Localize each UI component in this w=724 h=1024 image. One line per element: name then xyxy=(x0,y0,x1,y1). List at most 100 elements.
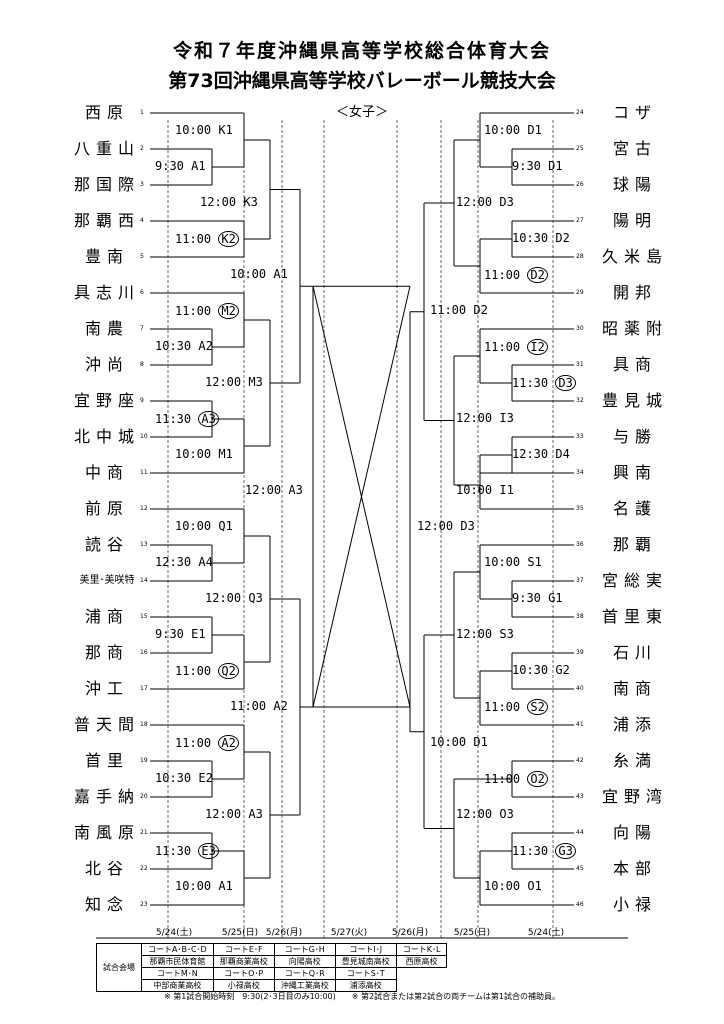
match-label: 11:30 A3 xyxy=(155,411,219,427)
team-name: 南農 xyxy=(84,319,129,338)
match-court: A2 xyxy=(198,339,213,353)
team-name: 嘉手納 xyxy=(73,787,140,806)
venue-cell: 沖縄工業高校 xyxy=(273,979,336,992)
seed-number: 24 xyxy=(576,109,584,116)
match-label: 11:00 K2 xyxy=(175,231,239,247)
match-court: Q1 xyxy=(218,519,233,533)
match-court: D4 xyxy=(555,447,570,461)
venue-cell xyxy=(396,968,447,980)
date-label: 5/25(日) xyxy=(453,928,491,938)
team-name: 美里･美咲特 xyxy=(79,575,135,586)
seed-number: 27 xyxy=(576,217,584,224)
match-label: 12:00 A3 xyxy=(245,483,303,497)
seed-number: 32 xyxy=(576,397,584,404)
division-label: ＜女子＞ xyxy=(335,105,388,120)
match-time: 10:00 xyxy=(484,555,521,569)
match-label: 11:00 O2 xyxy=(484,771,548,787)
venue-cell: 那覇商業高校 xyxy=(212,955,275,968)
match-time: 11:00 xyxy=(484,700,521,714)
team-name: 向陽 xyxy=(612,823,657,842)
team-name: 那覇西 xyxy=(73,211,140,230)
match-label: 10:30 E2 xyxy=(155,771,213,785)
match-time: 12:00 xyxy=(456,627,493,641)
match-time: 12:00 xyxy=(456,195,493,209)
venue-label: 試合会場 xyxy=(96,943,142,992)
team-name: 具商 xyxy=(612,355,657,374)
match-court: K1 xyxy=(218,123,233,137)
team-name: 沖工 xyxy=(84,679,129,698)
match-court: A3 xyxy=(288,483,303,497)
match-court: Q2 xyxy=(218,663,239,679)
seed-number: 10 xyxy=(140,433,148,440)
venue-cell: コートK･L xyxy=(395,943,448,956)
team-name: 八重山 xyxy=(73,139,140,158)
match-court: A1 xyxy=(218,879,233,893)
match-court: O2 xyxy=(527,771,548,787)
match-time: 11:00 xyxy=(230,699,267,713)
match-label: 10:00 K1 xyxy=(175,123,233,137)
match-time: 9:30 xyxy=(512,159,541,173)
match-label: 11:30 D3 xyxy=(512,375,576,391)
match-court: Q3 xyxy=(248,591,263,605)
match-court: E2 xyxy=(198,771,213,785)
match-label: 10:00 D1 xyxy=(484,123,542,137)
seed-number: 40 xyxy=(576,685,584,692)
match-court: S1 xyxy=(527,555,542,569)
match-time: 10:30 xyxy=(155,339,192,353)
match-time: 12:00 xyxy=(205,591,242,605)
match-court: D3 xyxy=(460,519,475,533)
seed-number: 19 xyxy=(140,757,148,764)
seed-number: 26 xyxy=(576,181,584,188)
team-name: 西原 xyxy=(84,103,129,122)
seed-number: 46 xyxy=(576,901,584,908)
match-time: 10:30 xyxy=(512,663,549,677)
seed-number: 29 xyxy=(576,289,584,296)
team-name: 名護 xyxy=(612,499,657,518)
seed-number: 41 xyxy=(576,721,584,728)
match-time: 10:00 xyxy=(484,879,521,893)
match-court: S2 xyxy=(527,699,548,715)
match-time: 11:00 xyxy=(484,340,521,354)
seed-number: 37 xyxy=(576,577,584,584)
team-name: 読谷 xyxy=(84,535,129,554)
match-time: 10:00 xyxy=(456,483,493,497)
seed-number: 20 xyxy=(140,793,148,800)
match-court: A3 xyxy=(198,411,219,427)
match-time: 12:00 xyxy=(245,483,282,497)
seed-number: 1 xyxy=(140,109,144,116)
team-name: 豊見城 xyxy=(601,391,668,410)
team-name: 与勝 xyxy=(612,427,657,446)
seed-number: 7 xyxy=(140,325,144,332)
team-name: 首里 xyxy=(84,751,129,770)
date-label: 5/25(日) xyxy=(221,928,259,938)
team-name: 那国際 xyxy=(73,175,140,194)
match-court: S3 xyxy=(499,627,514,641)
team-name: 宮総実 xyxy=(601,571,668,590)
match-label: 12:00 S3 xyxy=(456,627,514,641)
match-label: 11:00 M2 xyxy=(175,303,239,319)
match-court: D2 xyxy=(473,303,488,317)
seed-number: 11 xyxy=(140,469,148,476)
venue-cell: 中部商業高校 xyxy=(141,979,214,992)
match-time: 12:00 xyxy=(417,519,454,533)
team-name: 沖尚 xyxy=(84,355,129,374)
match-time: 11:30 xyxy=(155,412,192,426)
page-title: 令和７年度沖縄県高等学校総合体育大会 xyxy=(172,40,551,62)
seed-number: 36 xyxy=(576,541,584,548)
match-label: 11:00 I2 xyxy=(484,339,548,355)
match-label: 11:00 A2 xyxy=(175,735,239,751)
seed-number: 12 xyxy=(140,505,148,512)
match-time: 11:00 xyxy=(430,303,467,317)
match-court: E1 xyxy=(191,627,206,641)
date-label: 5/26(月) xyxy=(391,928,429,938)
seed-number: 43 xyxy=(576,793,584,800)
venue-cell: コートE･F xyxy=(212,943,275,956)
team-name: コザ xyxy=(612,103,657,122)
bracket-line xyxy=(312,286,411,708)
match-time: 12:00 xyxy=(456,807,493,821)
seed-number: 28 xyxy=(576,253,584,260)
team-name: 開邦 xyxy=(612,283,657,302)
venue-cell: コートI･J xyxy=(334,943,397,956)
match-label: 10:00 A1 xyxy=(175,879,233,893)
match-court: D1 xyxy=(473,735,488,749)
